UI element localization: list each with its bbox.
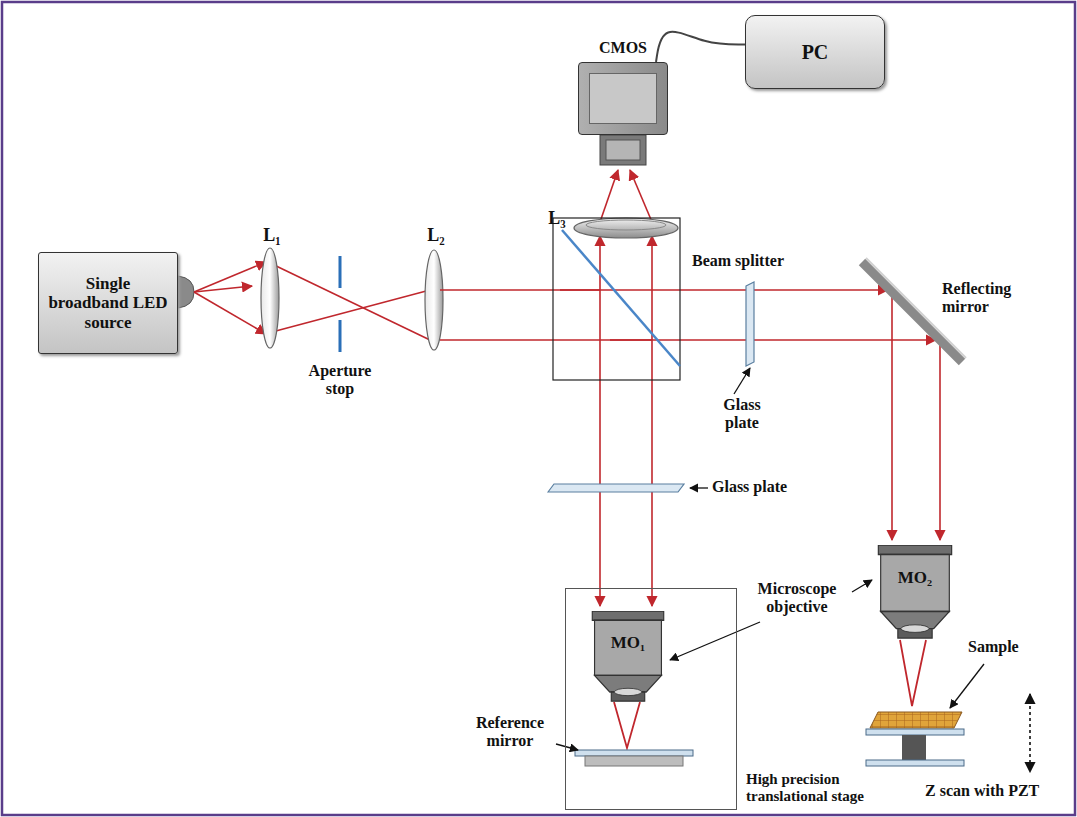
part-label: Microscope objective xyxy=(742,580,852,617)
beam-splitter xyxy=(553,218,680,380)
part-label: L₁ xyxy=(252,225,292,246)
translation-stage: High precision translational stageMO₁ xyxy=(565,588,737,810)
part-label: Beam splitter xyxy=(692,252,822,270)
objective-outline xyxy=(876,545,954,640)
leader-line xyxy=(556,744,578,750)
lens xyxy=(425,250,443,350)
leader-line xyxy=(950,664,984,708)
node-text: MO₂ xyxy=(876,568,954,588)
part-label: L₂ xyxy=(416,225,456,246)
mirror-mount xyxy=(585,756,683,766)
component-box: PC xyxy=(745,15,885,89)
cable xyxy=(656,32,745,62)
leader-line xyxy=(852,580,872,592)
lens xyxy=(261,248,279,348)
part-label: Glass plate xyxy=(712,478,812,496)
led-emitter xyxy=(178,276,194,308)
pzt-stage xyxy=(902,735,926,760)
sample xyxy=(870,712,962,728)
glass-plate xyxy=(548,484,684,492)
slide xyxy=(866,760,964,766)
part-label: Glass plate xyxy=(712,396,772,433)
node-text: High precision translational stage xyxy=(746,771,888,806)
part-label: Aperture stop xyxy=(300,362,380,399)
part-label: Reference mirror xyxy=(466,714,554,751)
aperture-stop xyxy=(339,256,342,352)
lens xyxy=(574,218,678,238)
reference-mirror xyxy=(575,750,693,756)
slide xyxy=(866,729,964,735)
leader-line xyxy=(734,368,750,394)
part-label: Reflecting mirror xyxy=(942,280,1040,317)
splitter-surface xyxy=(562,230,680,366)
microscope-objective: MO₂ xyxy=(876,545,954,640)
objective-outline xyxy=(590,611,666,703)
part-label: Z scan with PZT xyxy=(925,782,1070,800)
microscope-objective: MO₁ xyxy=(590,611,666,703)
component-box: Single broadband LED source xyxy=(38,252,178,354)
camera-box: CMOS xyxy=(578,62,668,135)
node-text: Single broadband LED source xyxy=(47,274,169,333)
part-label: Sample xyxy=(968,638,1048,656)
z-scan-arrow xyxy=(1029,694,1031,772)
node-text: MO₁ xyxy=(590,633,666,653)
camera-lens xyxy=(600,135,646,165)
camera-panel xyxy=(589,73,657,124)
node-text: PC xyxy=(802,41,829,64)
node-text: CMOS xyxy=(559,39,687,57)
leader-line xyxy=(690,487,708,488)
glass-plate xyxy=(746,282,754,366)
leader-line xyxy=(670,622,760,660)
part-label: L₃ xyxy=(540,208,574,229)
